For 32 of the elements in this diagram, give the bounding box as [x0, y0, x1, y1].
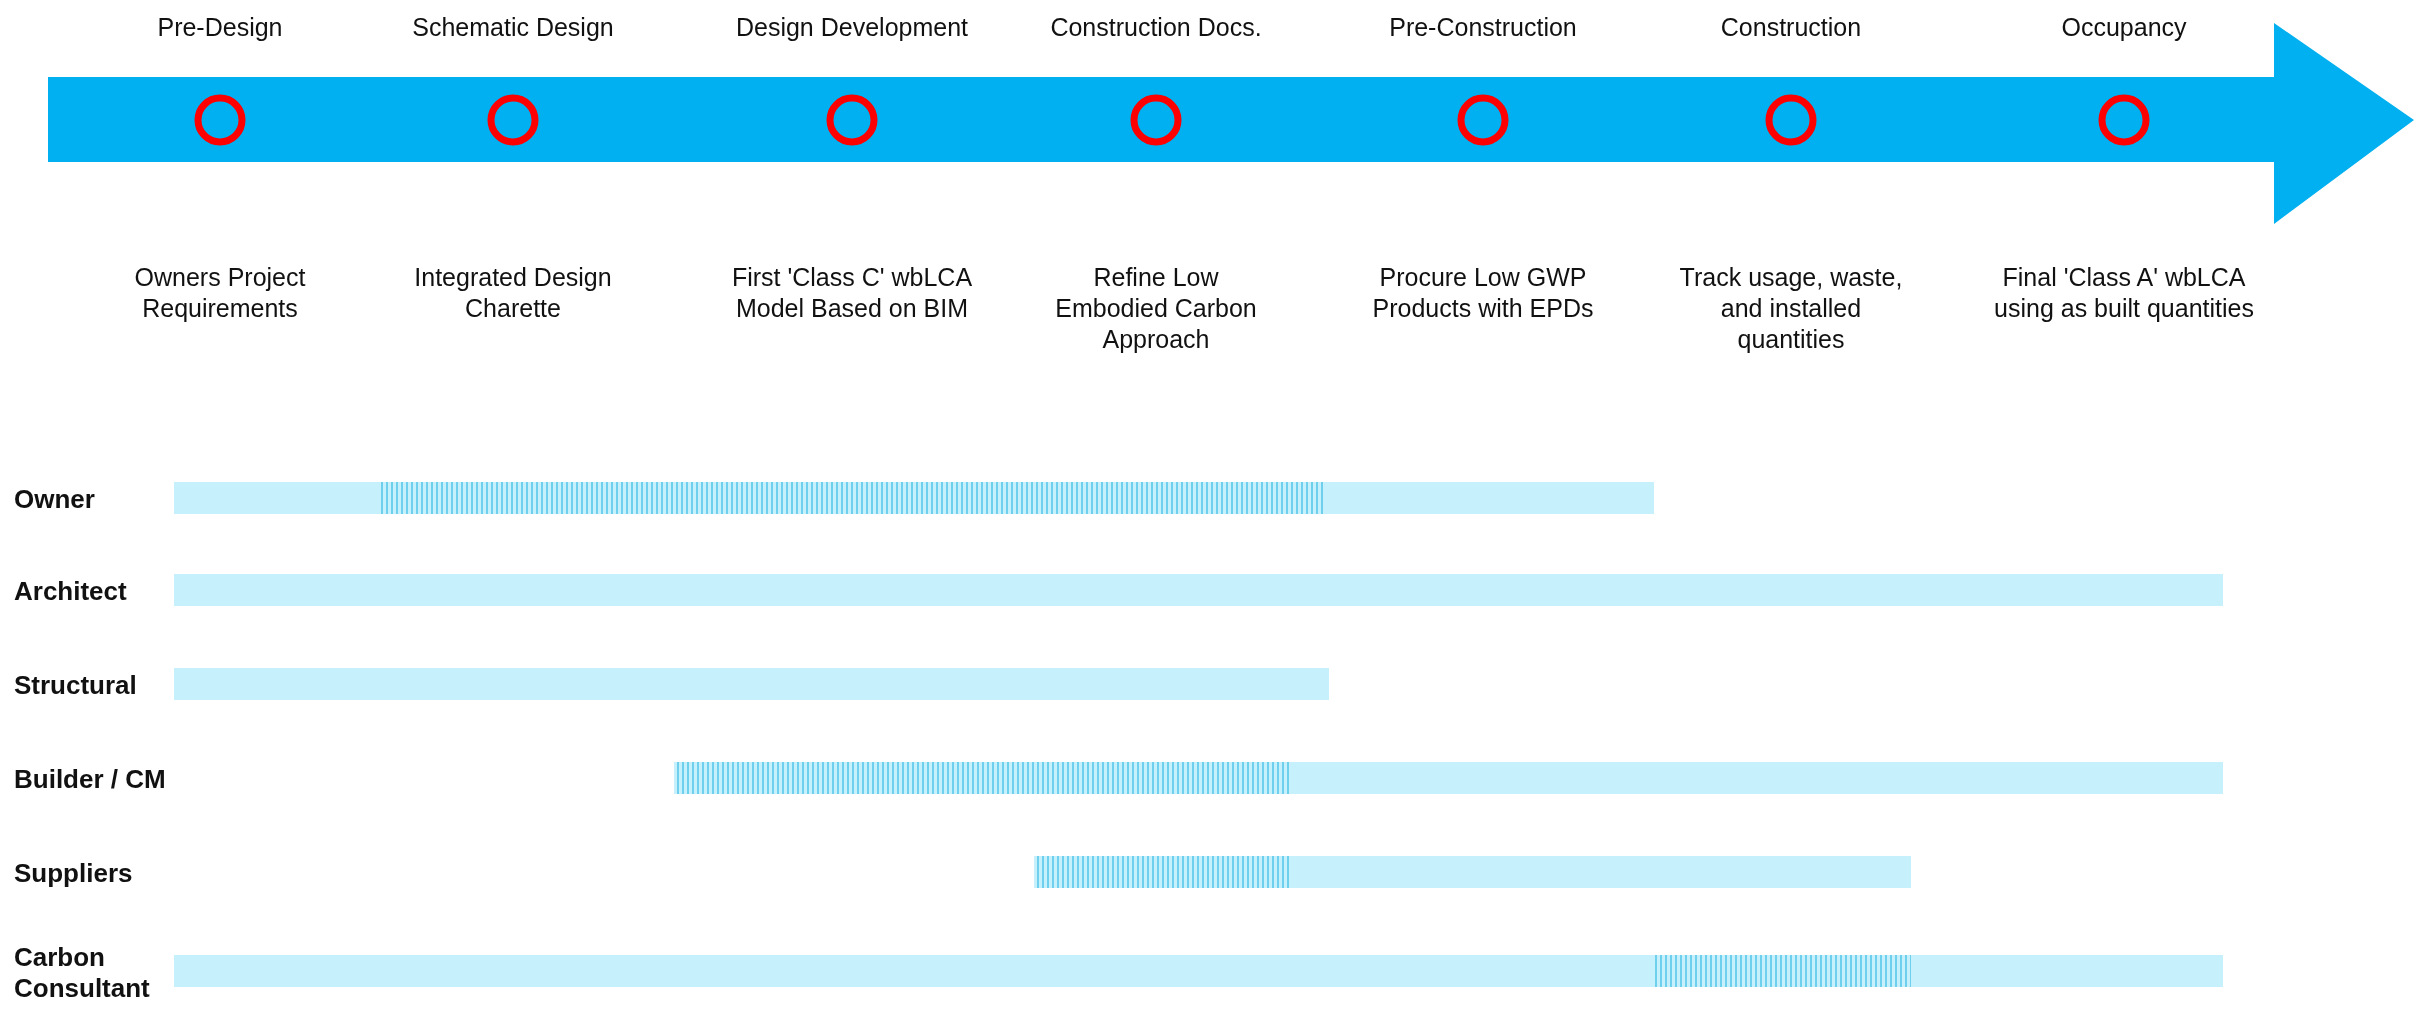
hatched-activity-bar	[1652, 955, 1911, 987]
role-label: Suppliers	[14, 858, 133, 889]
role-label: Structural	[14, 670, 137, 701]
milestone-description: First 'Class C' wbLCA Model Based on BIM	[730, 262, 974, 324]
activity-bar	[1911, 955, 2223, 987]
milestone-description: Final 'Class A' wbLCA using as built quantities	[1993, 262, 2255, 324]
phase-label: Design Development	[734, 12, 970, 43]
phase-label: Schematic Design	[411, 12, 615, 43]
role-label: Owner	[14, 484, 95, 515]
phase-label: Pre-Construction	[1388, 12, 1578, 43]
role-label: Carbon Consultant	[14, 942, 151, 1004]
activity-bar	[174, 482, 378, 514]
phase-label: Pre-Design	[156, 12, 284, 43]
milestone-description: Integrated Design Charette	[413, 262, 613, 324]
milestone-description: Track usage, waste, and installed quantities	[1678, 262, 1904, 355]
activity-bar	[174, 955, 1652, 987]
activity-bar	[174, 668, 1329, 700]
role-label: Architect	[14, 576, 127, 607]
activity-bar	[1292, 762, 2223, 794]
hatched-activity-bar	[378, 482, 1326, 514]
role-label: Builder / CM	[14, 764, 166, 795]
activity-bar	[174, 574, 2223, 606]
phase-label: Construction	[1719, 12, 1863, 43]
activity-bar	[1326, 482, 1654, 514]
milestone-description: Owners Project Requirements	[133, 262, 307, 324]
milestone-description: Procure Low GWP Products with EPDs	[1371, 262, 1595, 324]
hatched-activity-bar	[1034, 856, 1292, 888]
activity-bar	[1292, 856, 1911, 888]
phase-label: Occupancy	[2060, 12, 2188, 43]
milestone-description: Refine Low Embodied Carbon Approach	[1054, 262, 1258, 355]
phase-label: Construction Docs.	[1049, 12, 1263, 43]
hatched-activity-bar	[674, 762, 1292, 794]
